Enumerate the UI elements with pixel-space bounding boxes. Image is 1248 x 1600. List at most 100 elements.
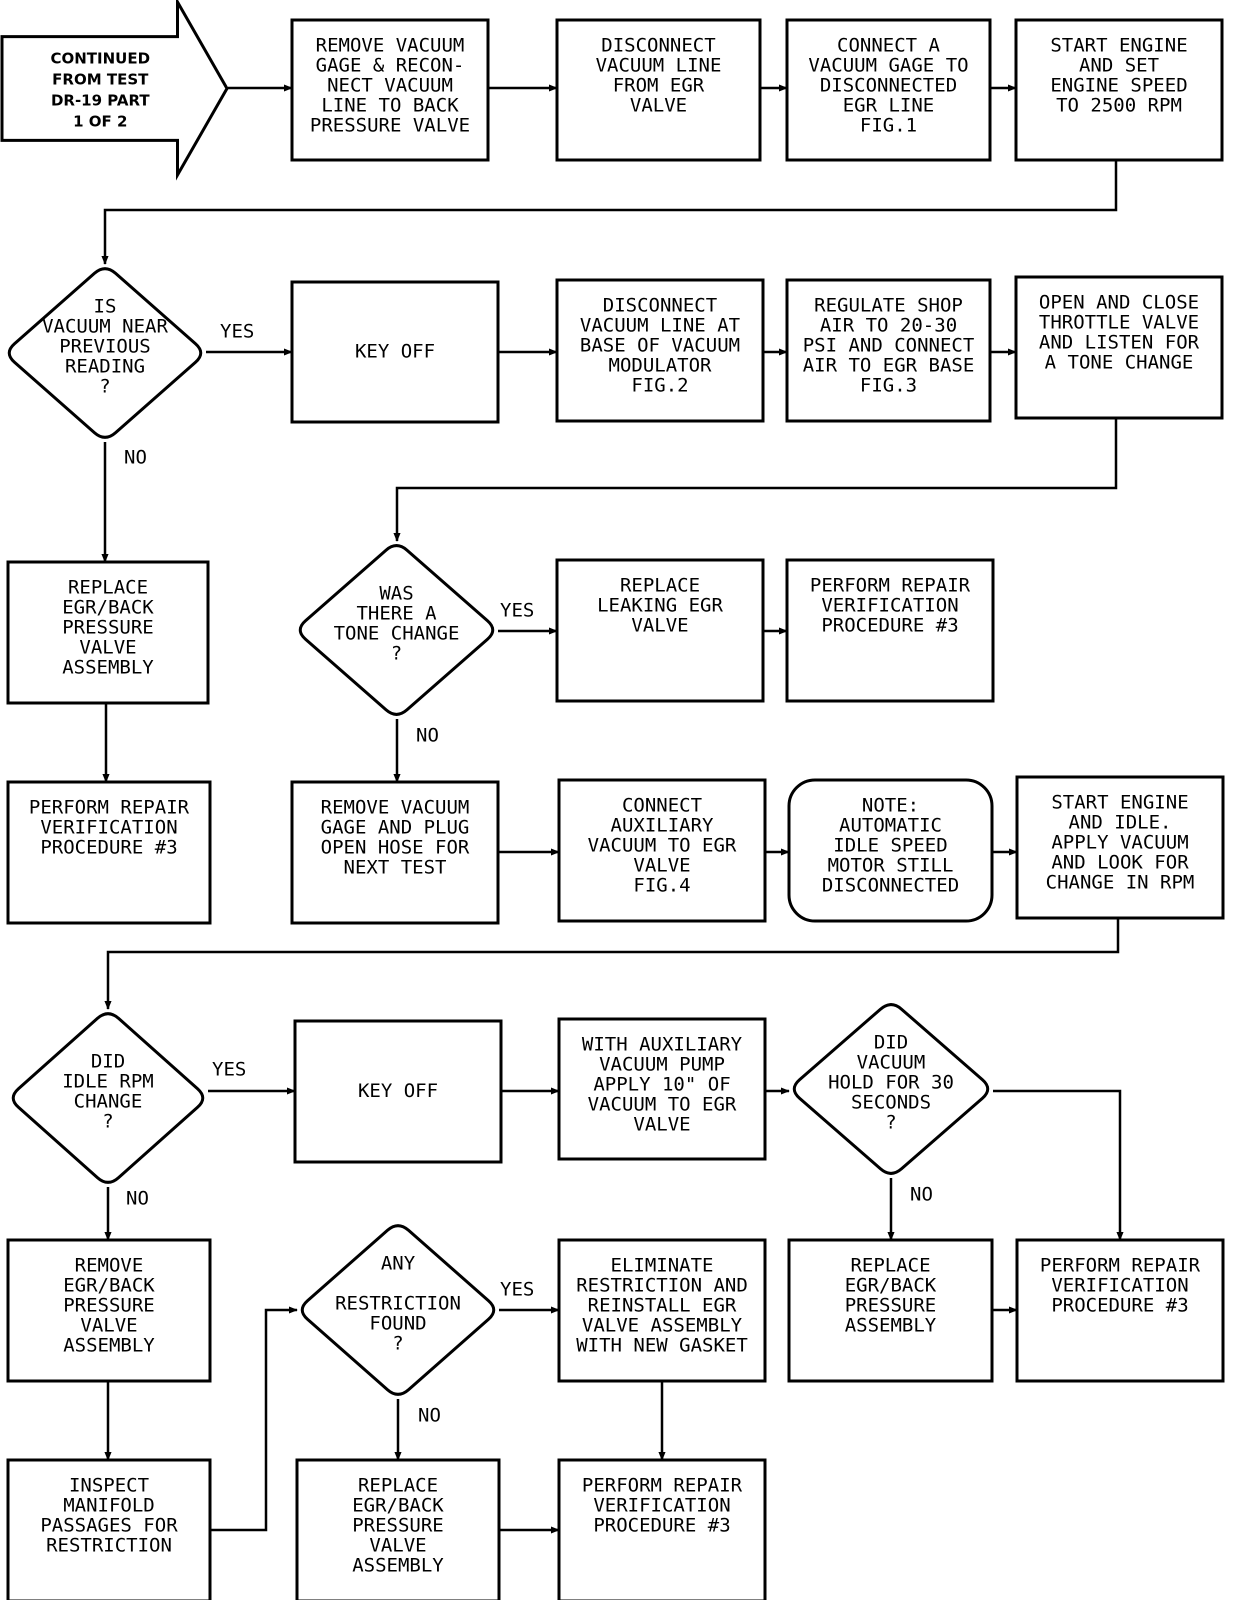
note-line: AUTOMATIC [839, 815, 942, 837]
process-line: MANIFOLD [63, 1495, 155, 1517]
process-box [785, 278, 992, 423]
edge-is-vacuum-near-to-key-off-1: YES [206, 321, 293, 356]
process-line: START ENGINE [1050, 35, 1187, 57]
decision-line: ANY [381, 1253, 416, 1275]
decision-line: ? [392, 1333, 403, 1355]
process-line: WITH NEW GASKET [576, 1335, 748, 1357]
process-line: PERFORM REPAIR [810, 575, 971, 597]
process-box [6, 1238, 212, 1383]
decision-line: READING [65, 356, 145, 378]
edge-is-vacuum-near-to-replace-egr-1: NO [101, 442, 147, 563]
process-line: OPEN AND CLOSE [1039, 292, 1199, 314]
edge-label-no: NO [416, 725, 439, 747]
process-box [557, 1238, 767, 1383]
decision-line: IS [94, 296, 117, 318]
process-line: INSPECT [69, 1475, 149, 1497]
process-line: START ENGINE [1051, 792, 1188, 814]
process-line: VACUUM GAGE TO [808, 55, 968, 77]
process-line: THROTTLE VALVE [1039, 312, 1199, 334]
note-box [787, 778, 994, 923]
process-line: AND LOOK FOR [1051, 852, 1189, 874]
process-line: PASSAGES FOR [40, 1515, 178, 1537]
decision-line: DID [91, 1051, 125, 1073]
decision-line: PREVIOUS [59, 336, 151, 358]
process-line: APPLY 10" OF [593, 1074, 730, 1096]
edge-label-yes: YES [212, 1059, 246, 1081]
start-arrow-line: FROM TEST [52, 71, 149, 89]
process-line: KEY OFF [358, 1080, 438, 1102]
process-box [1014, 18, 1224, 162]
process-line: VALVE [80, 1315, 137, 1337]
decision-line: TONE CHANGE [334, 623, 460, 645]
process-box [290, 780, 500, 925]
edge-did-idle-rpm-change-to-key-off-2: YES [208, 1059, 296, 1095]
process-line: ENGINE SPEED [1050, 75, 1187, 97]
process-line: BASE OF VACUUM [580, 335, 740, 357]
process-line: GAGE & RECON- [316, 55, 465, 77]
edge-did-idle-rpm-change-to-remove-egr: NO [104, 1187, 149, 1241]
process-line: REMOVE VACUUM [321, 797, 470, 819]
process-line: REINSTALL EGR [588, 1295, 737, 1317]
decision-line: THERE A [356, 603, 437, 625]
decision-line: RESTRICTION [335, 1293, 461, 1315]
process-line: VALVE [633, 855, 690, 877]
process-line: VALVE [633, 1114, 690, 1136]
process-line: AIR TO EGR BASE [803, 355, 975, 377]
edge-label-no: NO [124, 447, 147, 469]
process-line: CONNECT [622, 795, 702, 817]
decision-line: DID [874, 1032, 908, 1054]
note-line: IDLE SPEED [833, 835, 947, 857]
process-line: VACUUM LINE AT [580, 315, 740, 337]
process-line: REPLACE [850, 1255, 930, 1277]
node-key-off-1: KEY OFF [290, 280, 500, 424]
process-line: EGR/BACK [63, 1275, 155, 1297]
decision-line: CHANGE [74, 1091, 143, 1113]
decision-line: SECONDS [851, 1092, 931, 1114]
decision-line: ? [391, 643, 402, 665]
note-line: DISCONNECTED [822, 875, 959, 897]
process-line: PERFORM REPAIR [582, 1475, 743, 1497]
process-line: REGULATE SHOP [814, 295, 963, 317]
process-line: FIG.3 [860, 375, 917, 397]
process-line: VACUUM LINE [596, 55, 722, 77]
decision-diamond [792, 1003, 990, 1175]
process-line: A TONE CHANGE [1045, 352, 1194, 374]
process-line: APPLY VACUUM [1051, 832, 1188, 854]
decision-line: FOUND [369, 1313, 426, 1335]
process-line: VALVE [630, 95, 687, 117]
process-box [290, 280, 500, 424]
process-line: CONNECT A [837, 35, 941, 57]
process-line: REMOVE [75, 1255, 144, 1277]
process-line: AND IDLE. [1069, 812, 1172, 834]
process-line: PRESSURE [62, 617, 154, 639]
process-line: DISCONNECT [601, 35, 715, 57]
process-line: PROCEDURE #3 [593, 1515, 730, 1537]
process-box [555, 278, 765, 423]
process-line: VERIFICATION [1051, 1275, 1188, 1297]
process-line: PERFORM REPAIR [29, 797, 190, 819]
decision-diamond [298, 544, 495, 716]
process-line: ASSEMBLY [845, 1315, 937, 1337]
process-box [295, 1458, 501, 1600]
process-line: PRESSURE [845, 1295, 937, 1317]
process-box [1015, 1238, 1225, 1383]
process-box [1015, 775, 1225, 920]
process-box [6, 1458, 212, 1600]
edge-was-tone-change-to-remove-gage-plug: NO [393, 719, 439, 783]
process-box [555, 18, 762, 162]
process-line: LEAKING EGR [597, 595, 723, 617]
process-line: REPLACE [68, 577, 148, 599]
process-line: PSI AND CONNECT [803, 335, 975, 357]
edge-did-vacuum-hold-to-replace-egr-assembly: NO [887, 1178, 933, 1241]
connector-line [993, 1089, 1124, 1241]
